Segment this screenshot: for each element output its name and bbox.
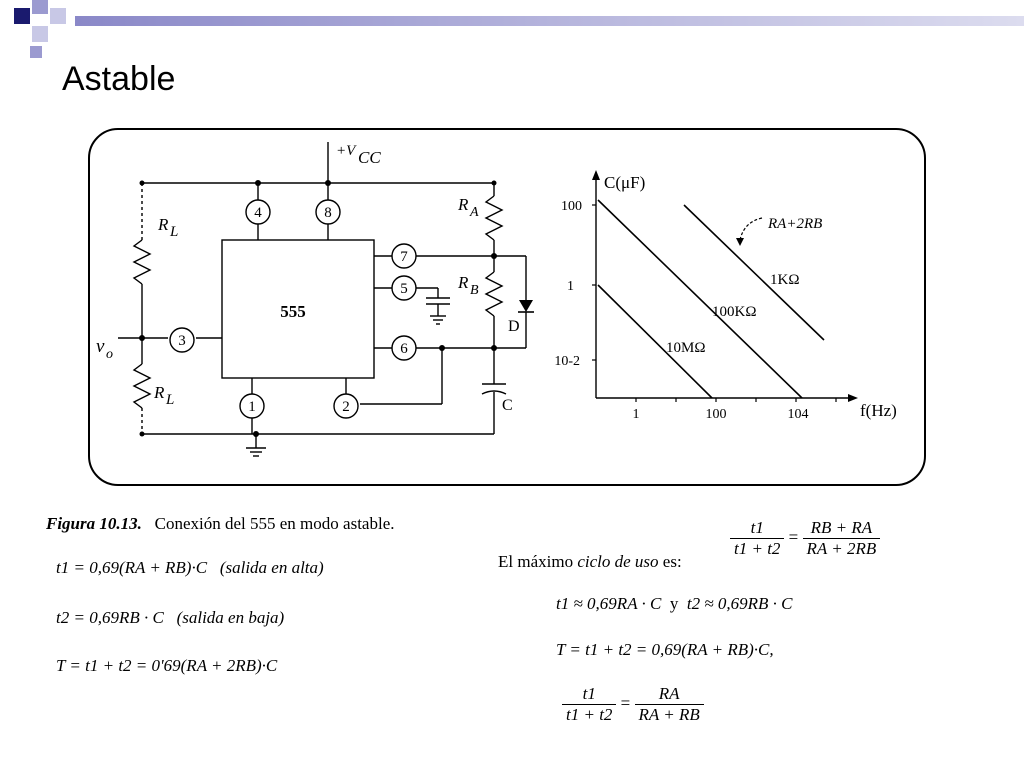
slide-title: Astable (62, 60, 176, 98)
figure-number: Figura 10.13. (46, 514, 142, 533)
graph-x-label: f(Hz) (860, 401, 897, 420)
diode-label: D (508, 318, 520, 335)
capacitor-label: C (502, 397, 513, 414)
ra-label: R (457, 195, 469, 214)
vcc-label: +V (336, 143, 357, 159)
ratio-rhs-num: RA (634, 684, 704, 705)
ratio-den: t1 + t2 (566, 705, 613, 724)
duty-cycle-fraction: t1 t1 + t2 = RB + RA RA + 2RB (730, 518, 881, 559)
eq-T-text: T = t1 + t2 = 0'69(RA + 2RB)·C (56, 656, 278, 675)
equation-t2: t2 = 0,69RB · C (salida en baja) (56, 608, 284, 628)
duty-intro-italic: ciclo de uso (577, 552, 659, 571)
rb-label: R (457, 273, 469, 292)
pin5-circle (391, 275, 417, 301)
ratio-equation: t1 t1 + t2 = RA RA + RB (562, 684, 704, 725)
pin-4-label: 4 (254, 205, 262, 221)
diode-symbol (519, 300, 533, 312)
y-axis-arrow (592, 170, 600, 180)
duty-num: t1 (730, 518, 785, 539)
duty-rhs-num: RB + RA (802, 518, 881, 539)
line-100k (597, 199, 803, 399)
y-tick-10-2: 10-2 (554, 354, 580, 369)
vo-sub: o (106, 347, 113, 362)
pin7-circle (391, 243, 417, 269)
pin-6-label: 6 (400, 341, 408, 357)
pin-3-label: 3 (178, 333, 186, 349)
approx-equations: t1 ≈ 0,69RA · C y t2 ≈ 0,69RB · C (556, 594, 793, 614)
ic-555-label: 555 (280, 302, 306, 321)
line-1k (683, 204, 825, 341)
pin2-circle (333, 393, 359, 419)
pin6-circle (391, 335, 417, 361)
x-tick-1: 1 (633, 407, 640, 422)
label-1k: 1KΩ (770, 272, 799, 288)
duty-rhs-den: RA + 2RB (806, 539, 877, 558)
vo-label: v (96, 336, 105, 357)
deco-square-2 (32, 0, 48, 14)
eq-t1-text: t1 = 0,69(RA + RB)·C (56, 558, 208, 577)
rb-sub: B (470, 283, 479, 298)
pin3-circle (169, 327, 195, 353)
deco-square-1 (14, 8, 30, 24)
duty-intro-end: es: (662, 552, 682, 571)
ratio-num: t1 (562, 684, 617, 705)
ratio-rhs-fraction: RA RA + RB (634, 684, 704, 725)
pin4-circle (245, 199, 271, 225)
approx-and: y (669, 594, 679, 613)
annotation-ra2rb: RA+2RB (767, 216, 822, 232)
title-bar-decoration (75, 16, 1024, 26)
approx-t1: t1 ≈ 0,69RA · C (556, 594, 662, 613)
approx-t2: t2 ≈ 0,69RB · C (686, 594, 793, 613)
duty-rhs-fraction: RB + RA RA + 2RB (802, 518, 881, 559)
eq-t2-text: t2 = 0,69RB · C (56, 608, 164, 627)
period-equation: T = t1 + t2 = 0,69(RA + RB)·C, (556, 640, 774, 660)
figure-caption-text: Conexión del 555 en modo astable. (154, 514, 395, 533)
pin-2-label: 2 (342, 399, 350, 415)
pin-5-label: 5 (400, 281, 408, 297)
pin-7-label: 7 (400, 249, 408, 265)
rl-bottom-sub: L (165, 392, 174, 408)
rl-top-sub: L (169, 224, 178, 240)
deco-square-5 (30, 46, 42, 58)
line-10m (597, 284, 713, 399)
equation-t1: t1 = 0,69(RA + RB)·C (salida en alta) (56, 558, 324, 578)
rl-top-label: R (157, 215, 169, 234)
label-100k: 100KΩ (712, 304, 756, 320)
duty-den: t1 + t2 (734, 539, 781, 558)
pin1-circle (239, 393, 265, 419)
duty-lhs-fraction: t1 t1 + t2 (730, 518, 785, 559)
figure-frame (88, 128, 926, 486)
annotation-arrow (739, 217, 763, 241)
ratio-rhs-den: RA + RB (638, 705, 700, 724)
x-axis-arrow (848, 394, 858, 402)
ratio-lhs-fraction: t1 t1 + t2 (562, 684, 617, 725)
pin-1-label: 1 (248, 399, 256, 415)
y-tick-100: 100 (561, 199, 582, 214)
y-tick-1: 1 (567, 279, 574, 294)
eq-t2-note: (salida en baja) (176, 608, 285, 627)
figure-caption: Figura 10.13. Conexión del 555 en modo a… (46, 514, 394, 534)
x-tick-10-4: 104 (788, 407, 809, 422)
label-10m: 10MΩ (666, 340, 706, 356)
rl-bottom-label: R (153, 383, 165, 402)
ra-sub: A (469, 205, 479, 220)
pin8-circle (315, 199, 341, 225)
deco-square-3 (50, 8, 66, 24)
period-text: T = t1 + t2 = 0,69(RA + RB)·C, (556, 640, 774, 659)
x-tick-100: 100 (706, 407, 727, 422)
vcc-sub-label: CC (358, 148, 381, 167)
duty-intro-text: El máximo (498, 552, 574, 571)
annotation-arrowhead (736, 238, 744, 246)
deco-square-4 (32, 26, 48, 42)
duty-cycle-intro: El máximo ciclo de uso es: (498, 552, 682, 572)
pin-8-label: 8 (324, 205, 332, 221)
eq-t1-note: (salida en alta) (219, 558, 324, 577)
equation-period-total: T = t1 + t2 = 0'69(RA + 2RB)·C (56, 656, 277, 676)
graph-y-label: C(μF) (604, 173, 645, 192)
